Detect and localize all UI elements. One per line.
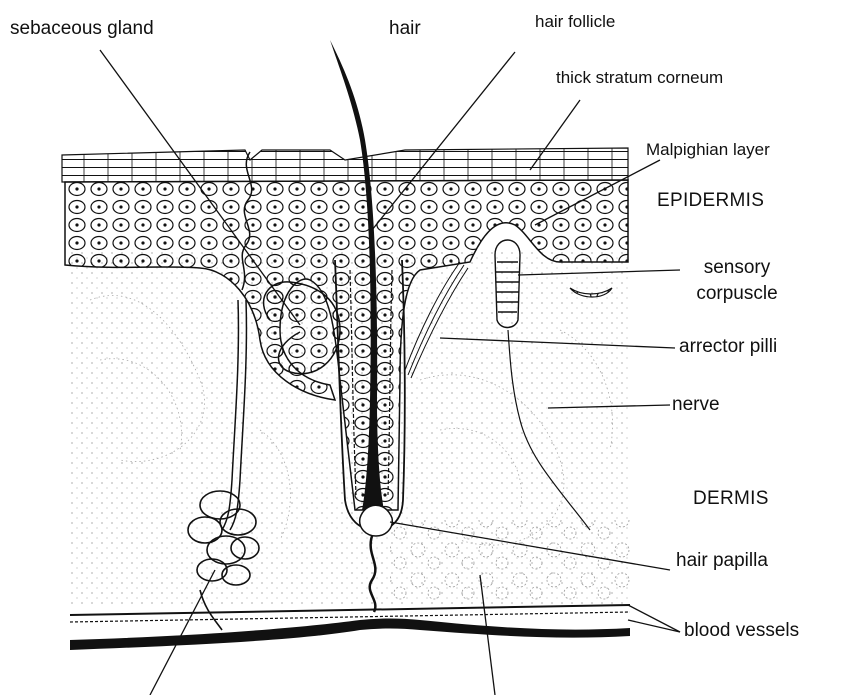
stratum-corneum bbox=[62, 148, 628, 182]
label-malpighian-layer: Malpighian layer bbox=[646, 140, 770, 160]
label-hair-follicle: hair follicle bbox=[535, 12, 615, 32]
label-blood-vessels: blood vessels bbox=[684, 620, 799, 642]
label-nerve: nerve bbox=[672, 394, 720, 416]
label-sensory-corpuscle-line2: corpuscle bbox=[682, 283, 792, 305]
label-hair-papilla: hair papilla bbox=[676, 550, 768, 572]
hair-papilla-shape bbox=[360, 505, 393, 536]
label-arrector-pilli: arrector pilli bbox=[679, 336, 777, 358]
label-thick-stratum-corneum: thick stratum corneum bbox=[556, 68, 723, 88]
label-dermis: DERMIS bbox=[693, 488, 769, 510]
blood-vessel-lower bbox=[70, 619, 630, 651]
label-sensory-corpuscle-line1: sensory bbox=[682, 257, 792, 279]
subcutaneous-zone bbox=[390, 520, 630, 600]
label-sebaceous-gland: sebaceous gland bbox=[10, 18, 154, 40]
label-hair: hair bbox=[389, 18, 421, 40]
label-epidermis: EPIDERMIS bbox=[657, 190, 764, 212]
